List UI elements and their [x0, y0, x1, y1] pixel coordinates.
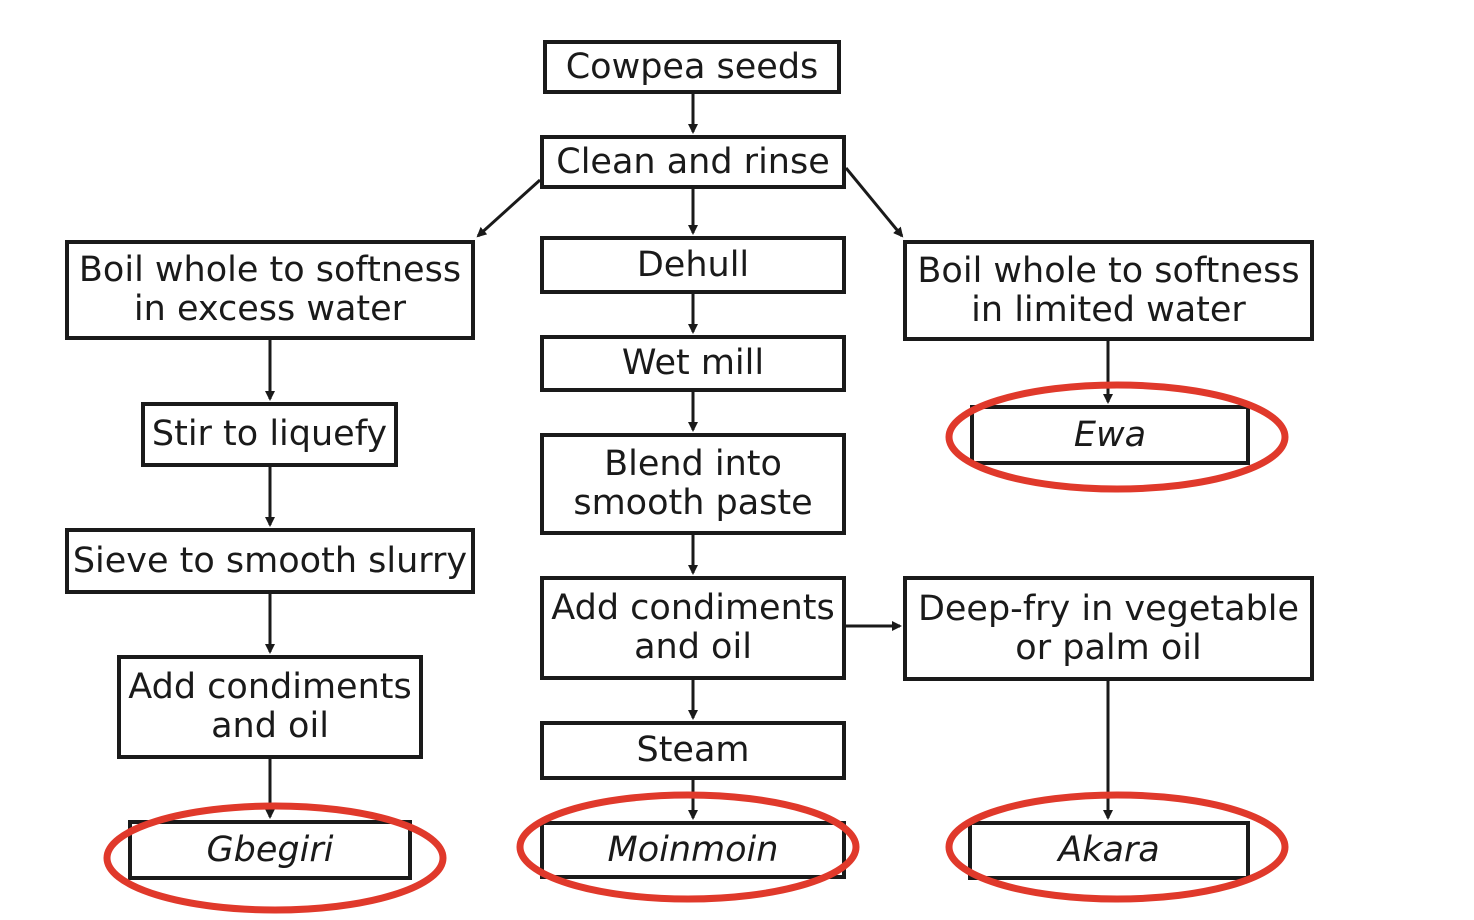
node-moinmoin: Moinmoin: [540, 821, 846, 879]
node-boil-limited-water: Boil whole to softness in limited water: [903, 240, 1314, 341]
node-steam: Steam: [540, 721, 846, 780]
node-akara: Akara: [968, 821, 1250, 880]
node-wet-mill: Wet mill: [540, 335, 846, 392]
node-deep-fry: Deep-fry in vegetable or palm oil: [903, 576, 1314, 681]
node-add-condiments-left: Add condiments and oil: [117, 655, 423, 759]
highlight-akara: [945, 791, 1289, 903]
node-sieve: Sieve to smooth slurry: [65, 528, 475, 594]
node-boil-excess-water: Boil whole to softness in excess water: [65, 240, 475, 340]
node-clean-rinse: Clean and rinse: [540, 135, 846, 189]
arrow-clean-to-boil-limited: [844, 167, 904, 238]
node-ewa: Ewa: [970, 405, 1250, 465]
node-cowpea-seeds: Cowpea seeds: [543, 40, 841, 94]
node-stir-to-liquefy: Stir to liquefy: [141, 402, 398, 467]
arrow-clean-to-boil-excess: [476, 178, 542, 238]
highlight-moinmoin: [516, 791, 860, 903]
node-add-condiments-center: Add condiments and oil: [540, 576, 846, 680]
highlight-ewa: [945, 381, 1289, 493]
node-gbegiri: Gbegiri: [128, 820, 412, 880]
node-blend: Blend into smooth paste: [540, 433, 846, 535]
node-dehull: Dehull: [540, 236, 846, 294]
highlight-gbegiri: [103, 802, 447, 914]
